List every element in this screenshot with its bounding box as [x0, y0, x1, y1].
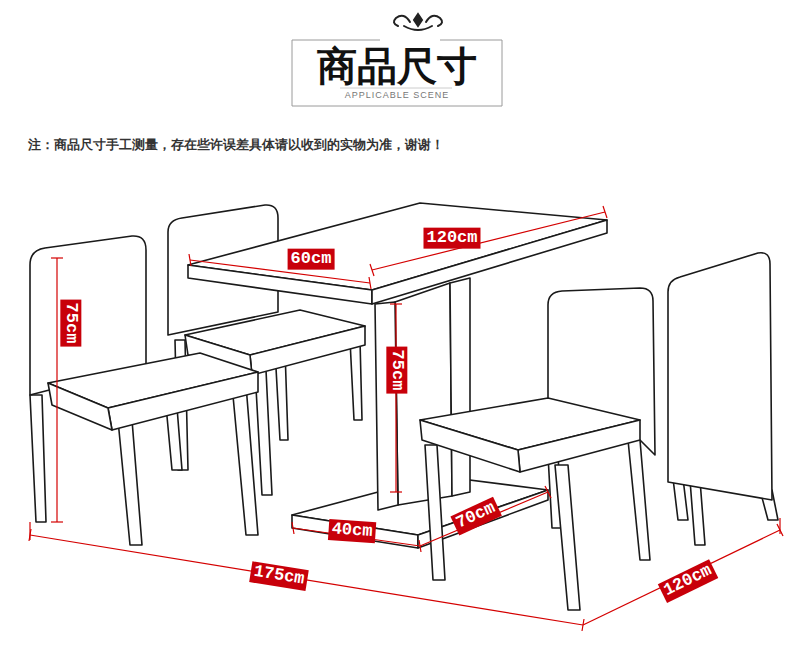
ornament: [394, 14, 442, 30]
dimension-label: 75cm: [61, 300, 82, 347]
title-frame: [292, 40, 502, 106]
dimension-label: 75cm: [387, 347, 408, 394]
dimension-label: 60cm: [288, 249, 335, 270]
dimension-label: 120cm: [658, 559, 718, 603]
dimension-label: 175cm: [249, 561, 309, 590]
chair-back-right: [668, 253, 778, 545]
dimension-label: 120cm: [423, 228, 480, 249]
chair-front-left: [30, 236, 258, 545]
dimension-label: 70cm: [450, 497, 501, 536]
note-text: 注：商品尺寸手工测量，存在些许误差具体请以收到的实物为准，谢谢！: [28, 138, 444, 152]
page-title: 商品尺寸: [317, 45, 477, 89]
dimension-lines: [29, 206, 783, 631]
chair-front-right: [420, 288, 655, 610]
dimension-label: 40cm: [328, 519, 376, 543]
subtitle: APPLICABLE SCENE: [345, 91, 450, 101]
